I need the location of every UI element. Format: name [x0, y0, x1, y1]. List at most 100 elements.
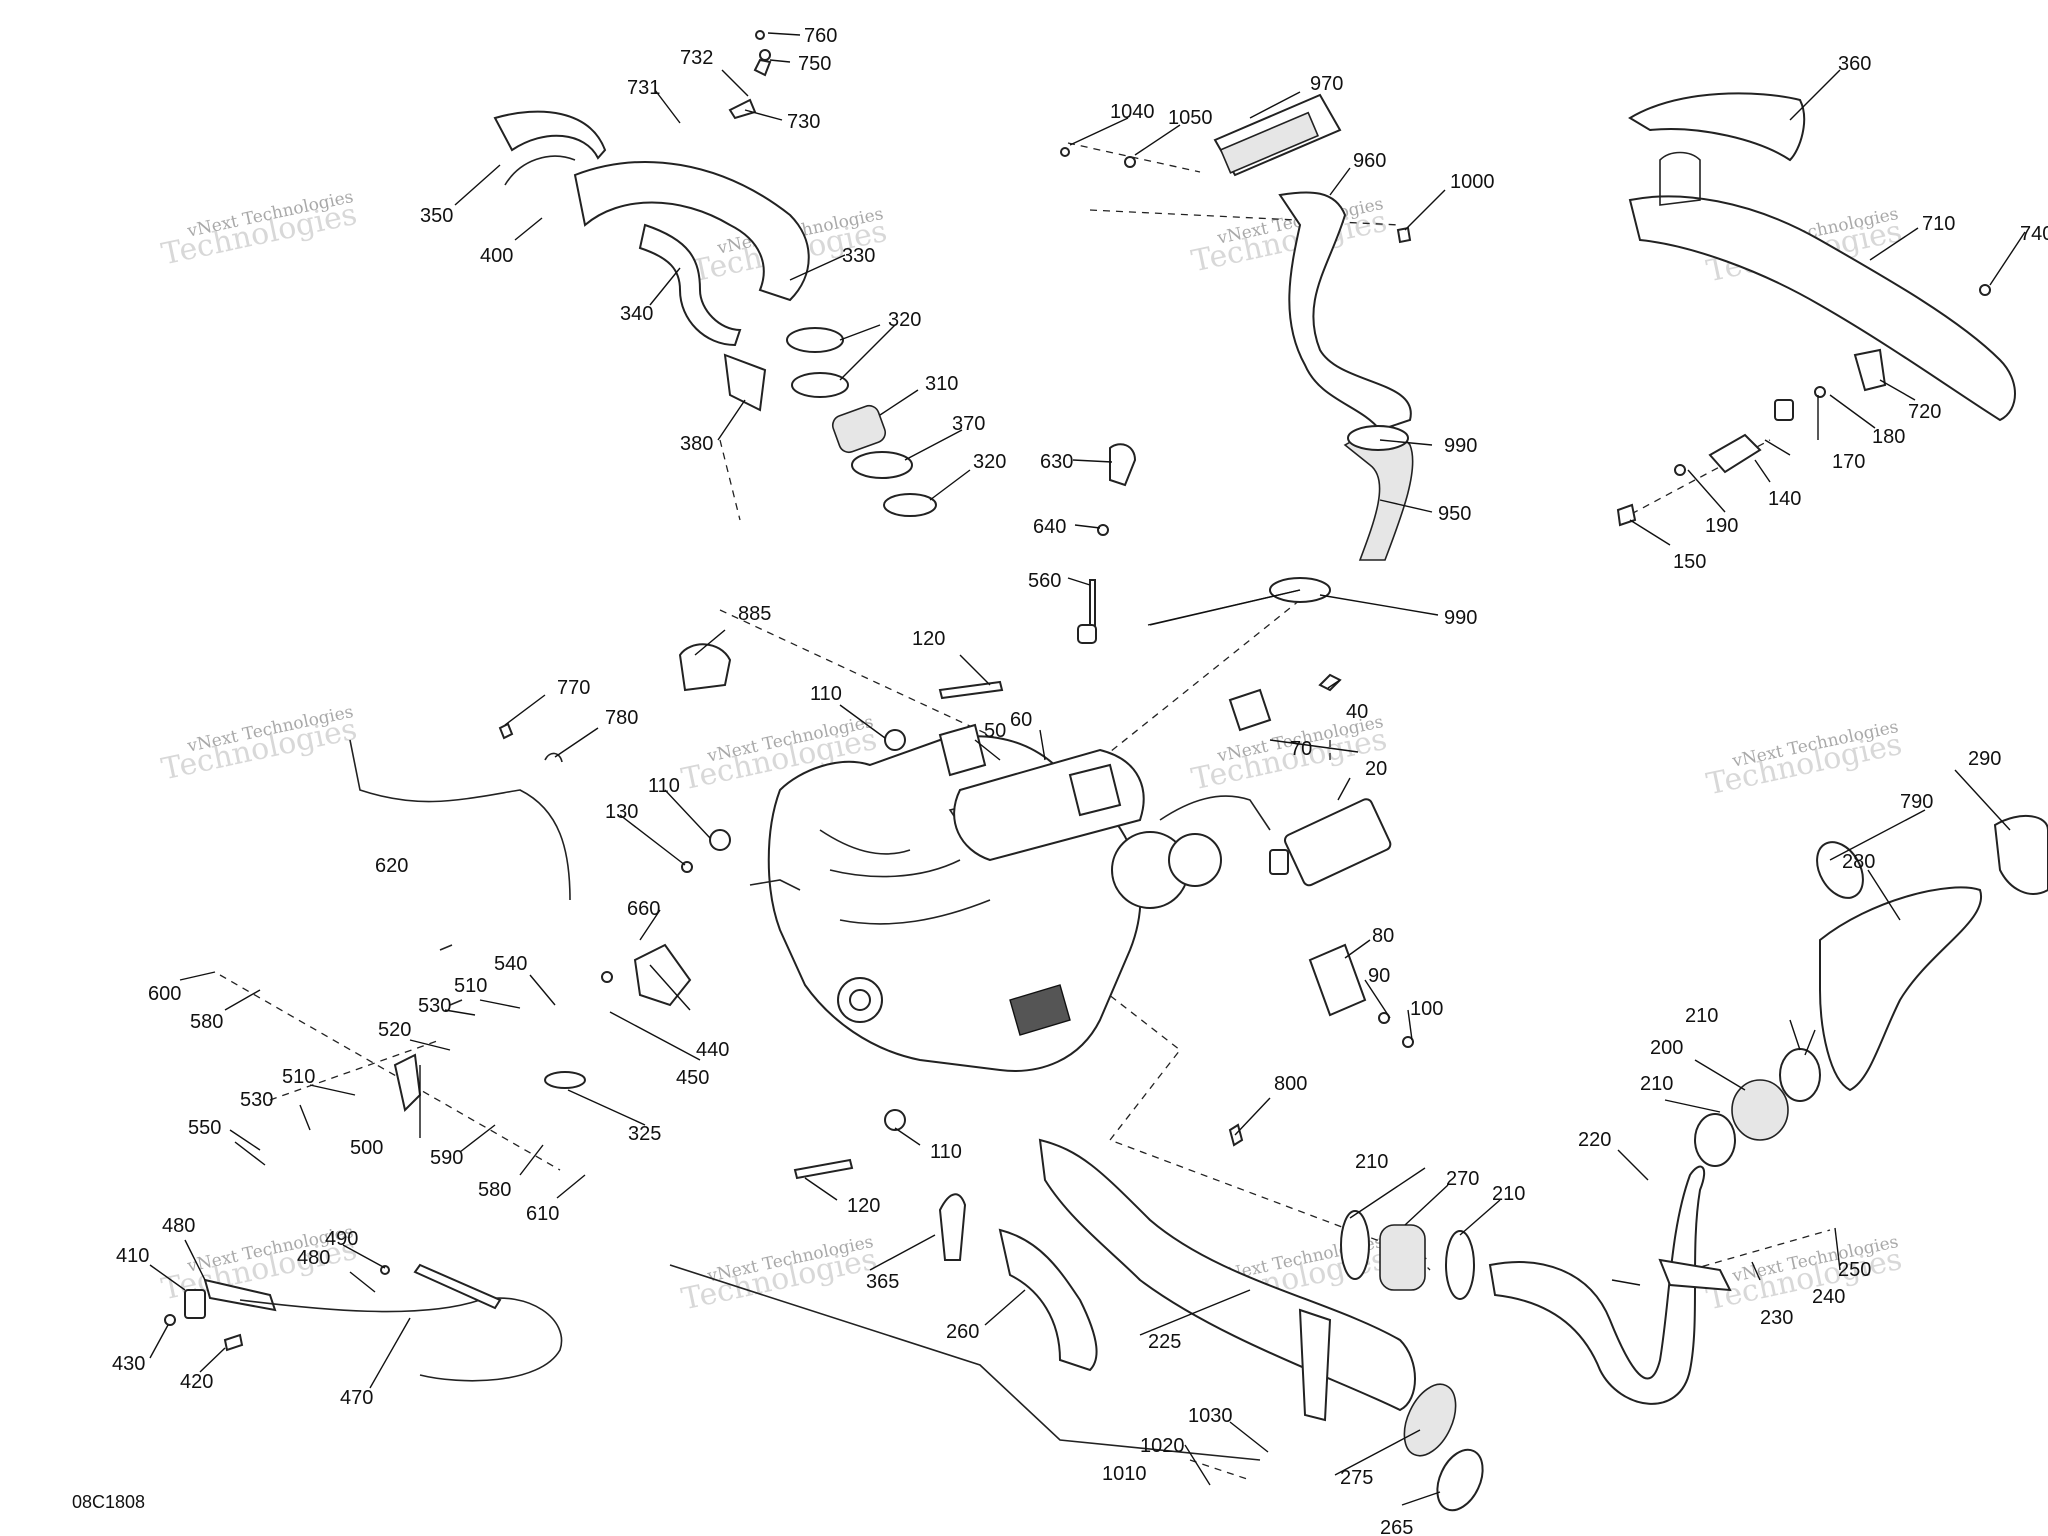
- part-label: 1050: [1168, 107, 1213, 129]
- part-label: 210: [1640, 1073, 1673, 1095]
- part-label: 230: [1760, 1307, 1793, 1329]
- part-number-labels: 760 750 732 731 730 350 400 330 340 320 …: [112, 25, 2048, 1536]
- part-label: 310: [925, 373, 958, 395]
- part-label: 950: [1438, 503, 1471, 525]
- watermark: Technologies vNext Technologies: [1704, 717, 1905, 802]
- part-label: 800: [1274, 1073, 1307, 1095]
- part-label: 120: [912, 628, 945, 650]
- part-label: 265: [1380, 1517, 1413, 1536]
- part-label: 731: [627, 77, 660, 99]
- part-label: 250: [1838, 1259, 1871, 1281]
- document-code: 08C1808: [72, 1492, 145, 1512]
- part-label: 70: [1290, 738, 1312, 760]
- part-label: 275: [1340, 1467, 1373, 1489]
- part-label: 240: [1812, 1286, 1845, 1308]
- part-label: 110: [648, 775, 680, 797]
- part-label: 630: [1040, 451, 1073, 473]
- part-label: 780: [605, 707, 638, 729]
- part-label: 210: [1492, 1183, 1525, 1205]
- part-label: 560: [1028, 570, 1061, 592]
- exhaust-heat-shield-group: [1616, 92, 2016, 527]
- part-label: 1030: [1188, 1405, 1233, 1427]
- part-label: 400: [480, 245, 513, 267]
- part-label: 100: [1410, 998, 1443, 1020]
- part-label: 220: [1578, 1129, 1611, 1151]
- part-label: 330: [842, 245, 875, 267]
- part-label: 510: [282, 1066, 315, 1088]
- part-label: 260: [946, 1321, 979, 1343]
- air-intake-duct-group: [493, 30, 937, 517]
- air-filter-duct-group: [1060, 93, 1414, 644]
- throttle-cable-group: [164, 1263, 563, 1382]
- part-label: 270: [1446, 1168, 1479, 1190]
- part-label: 660: [627, 898, 660, 920]
- part-label: 180: [1872, 426, 1905, 448]
- part-label: 150: [1673, 551, 1706, 573]
- part-label: 360: [1838, 53, 1871, 75]
- part-label: 110: [810, 683, 842, 705]
- part-label: 80: [1372, 925, 1394, 947]
- part-label: 430: [112, 1353, 145, 1375]
- watermark: Technologies vNext Technologies: [159, 702, 360, 787]
- part-label: 200: [1650, 1037, 1683, 1059]
- part-label: 732: [680, 47, 713, 69]
- part-label: 110: [930, 1141, 962, 1163]
- watermark: Technologies vNext Technologies: [679, 1232, 880, 1317]
- part-label: 20: [1365, 758, 1387, 780]
- part-label: 320: [973, 451, 1006, 473]
- part-label: 280: [1842, 851, 1875, 873]
- part-label: 40: [1346, 701, 1368, 723]
- part-label: 420: [180, 1371, 213, 1393]
- part-label: 440: [696, 1039, 729, 1061]
- part-label: 225: [1148, 1331, 1181, 1353]
- part-label: 1010: [1102, 1463, 1147, 1485]
- part-label: 710: [1922, 213, 1955, 235]
- part-label: 970: [1310, 73, 1343, 95]
- part-label: 365: [866, 1271, 899, 1293]
- part-label: 500: [350, 1137, 383, 1159]
- engine-assembly: [749, 723, 1392, 1072]
- part-label: 530: [240, 1089, 273, 1111]
- part-label: 1040: [1110, 101, 1155, 123]
- part-label: 490: [325, 1228, 358, 1250]
- part-label: 580: [478, 1179, 511, 1201]
- part-label: 540: [494, 953, 527, 975]
- part-label: 760: [804, 25, 837, 47]
- part-label: 350: [420, 205, 453, 227]
- part-label: 750: [798, 53, 831, 75]
- part-label: 990: [1444, 607, 1477, 629]
- watermark: Technologies vNext Technologies: [159, 187, 360, 272]
- leader-lines: [149, 32, 2026, 1506]
- engine-small-parts: [349, 643, 1414, 1461]
- part-label: 120: [847, 1195, 880, 1217]
- part-label: 720: [1908, 401, 1941, 423]
- part-label: 990: [1444, 435, 1477, 457]
- part-label: 290: [1968, 748, 2001, 770]
- part-label: 770: [557, 677, 590, 699]
- part-label: 480: [162, 1215, 195, 1237]
- part-label: 370: [952, 413, 985, 435]
- part-label: 320: [888, 309, 921, 331]
- part-label: 520: [378, 1019, 411, 1041]
- watermark: Technologies vNext Technologies: [1189, 712, 1390, 797]
- part-label: 590: [430, 1147, 463, 1169]
- part-label: 140: [1768, 488, 1801, 510]
- part-label: 340: [620, 303, 653, 325]
- part-label: 740: [2020, 223, 2048, 245]
- part-label: 790: [1900, 791, 1933, 813]
- part-label: 210: [1685, 1005, 1718, 1027]
- part-label: 480: [297, 1247, 330, 1269]
- exhaust-pipe-group: [998, 814, 2048, 1512]
- part-label: 410: [116, 1245, 149, 1267]
- part-label: 1000: [1450, 171, 1495, 193]
- part-label: 600: [148, 983, 181, 1005]
- part-label: 190: [1705, 515, 1738, 537]
- part-label: 885: [738, 603, 771, 625]
- part-label: 210: [1355, 1151, 1388, 1173]
- part-label: 550: [188, 1117, 221, 1139]
- part-label: 530: [418, 995, 451, 1017]
- part-label: 1020: [1140, 1435, 1185, 1457]
- part-label: 730: [787, 111, 820, 133]
- part-label: 60: [1010, 709, 1032, 731]
